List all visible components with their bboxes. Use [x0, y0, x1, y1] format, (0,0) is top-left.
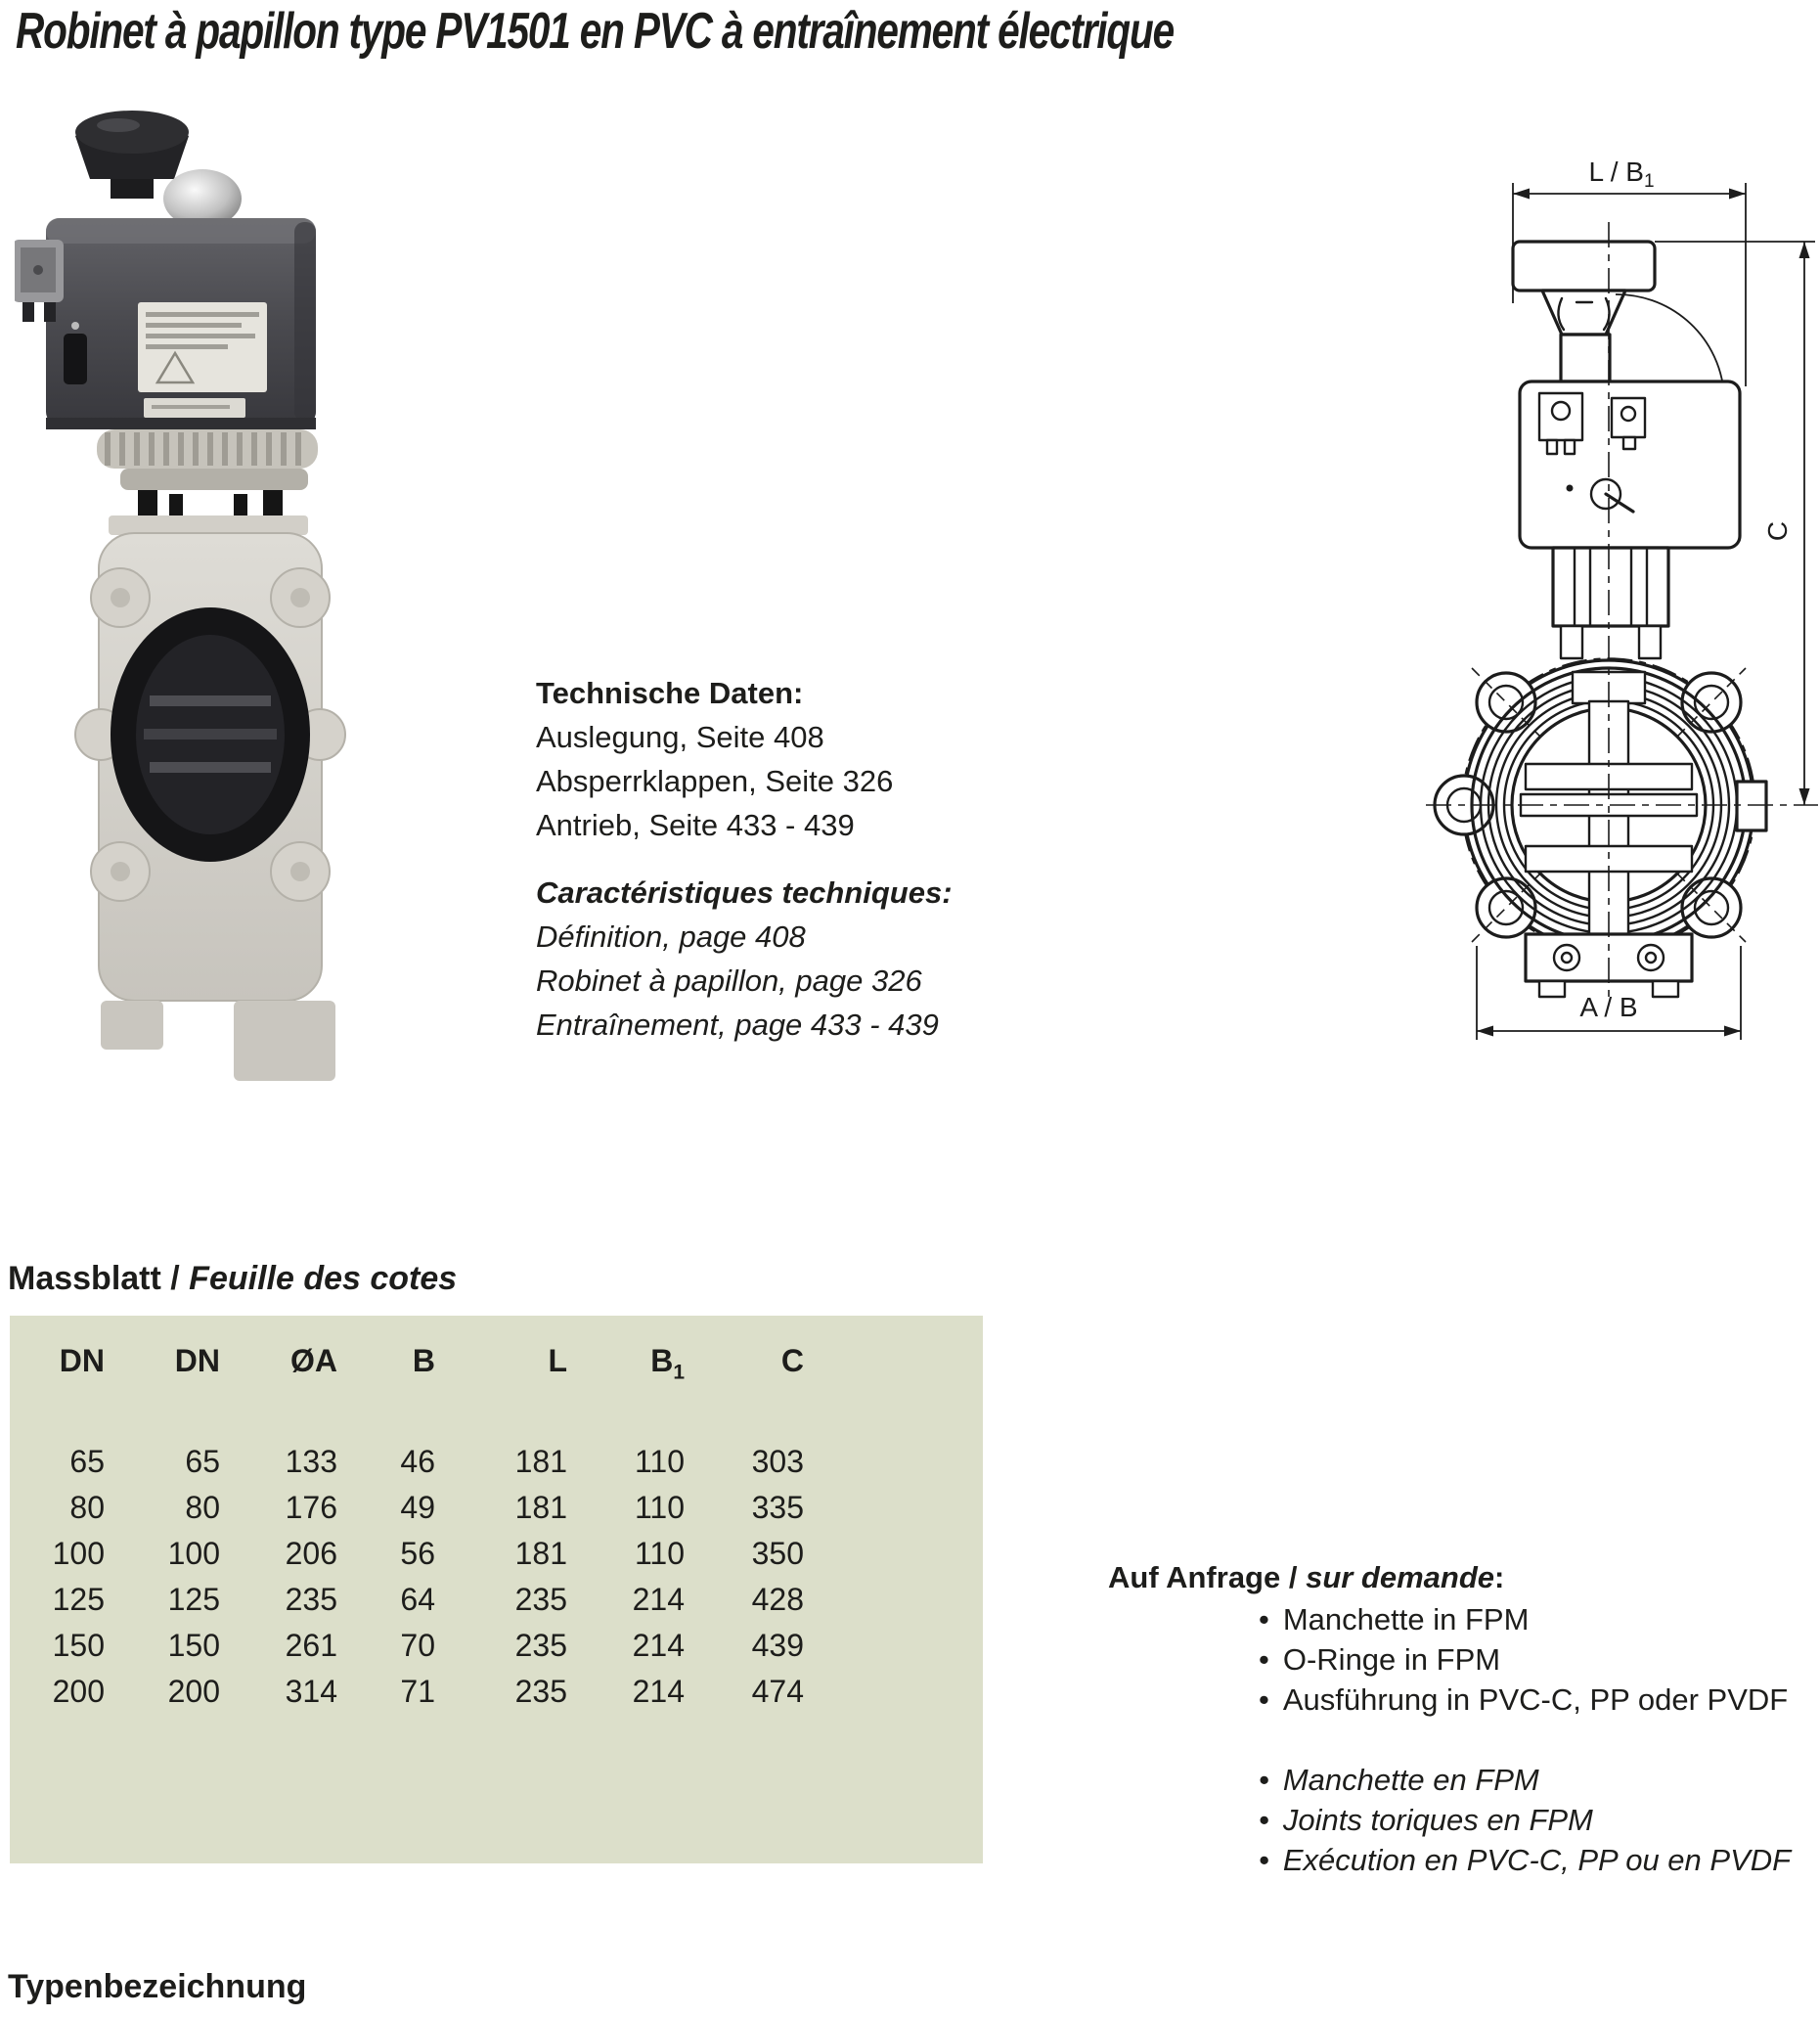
- cell-c: 335: [751, 1490, 804, 1526]
- dim-label-bottom: A / B: [1579, 992, 1637, 1022]
- cell-da: 235: [285, 1582, 337, 1618]
- column-header: ØA: [290, 1343, 337, 1378]
- column-header: C: [780, 1343, 804, 1378]
- auf-anfrage-list-de: Manchette in FPMO-Ringe in FPMAusführung…: [1108, 1599, 1820, 1720]
- cell-b1: 110: [634, 1536, 685, 1572]
- table-row: 125 125 235 64 235 214 428: [10, 1577, 983, 1623]
- cell-dn2: 100: [167, 1536, 220, 1572]
- cell-dn2: 200: [167, 1674, 220, 1710]
- column-header: B1: [650, 1343, 685, 1384]
- cell-l: 235: [514, 1582, 567, 1618]
- cell-c: 474: [751, 1674, 804, 1710]
- column-header: B: [412, 1343, 435, 1378]
- technische-daten-line: Absperrklappen, Seite 326: [536, 764, 894, 798]
- cell-b: 71: [400, 1674, 435, 1710]
- cell-l: 235: [514, 1628, 567, 1664]
- cell-l: 181: [514, 1536, 567, 1572]
- gear-flange: [97, 429, 318, 517]
- cell-b: 49: [400, 1490, 435, 1526]
- cell-b1: 214: [632, 1674, 685, 1710]
- dim-label-right: C: [1762, 521, 1793, 541]
- table-row: 100 100 206 56 181 110 350: [10, 1531, 983, 1577]
- column-header: DN: [174, 1343, 220, 1378]
- valve-body: [74, 515, 346, 1081]
- list-item: O-Ringe in FPM: [1259, 1639, 1820, 1680]
- caracteristiques-block: Caractéristiques techniques: Définition,…: [536, 871, 953, 1047]
- cell-da: 261: [285, 1628, 337, 1664]
- page-title: Robinet à papillon type PV1501 en PVC à …: [16, 3, 1175, 60]
- actuator-outline: [1511, 240, 1742, 660]
- table-header-row: DN DN ØA B L B1 C: [10, 1316, 983, 1390]
- cell-b1: 110: [634, 1490, 685, 1526]
- list-item: Exécution en PVC-C, PP ou en PVDF: [1259, 1840, 1820, 1880]
- auf-anfrage-list-fr: Manchette en FPMJoints toriques en FPMEx…: [1108, 1760, 1820, 1880]
- table-row: 65 65 133 46 181 110 303: [10, 1439, 983, 1485]
- cell-b: 56: [400, 1536, 435, 1572]
- actuator-knob: [75, 111, 242, 230]
- cell-da: 314: [285, 1674, 337, 1710]
- dim-label-top: L / B1: [1588, 157, 1654, 192]
- massblatt-heading: Massblatt / Feuille des cotes: [8, 1260, 458, 1297]
- cell-dn1: 100: [52, 1536, 105, 1572]
- valve-outline: [1433, 657, 1768, 999]
- caracteristiques-line: Définition, page 408: [536, 919, 806, 954]
- product-photo: [15, 111, 346, 1081]
- cell-dn1: 125: [52, 1582, 105, 1618]
- cell-dn2: 150: [167, 1628, 220, 1664]
- cell-b1: 214: [632, 1628, 685, 1664]
- caracteristiques-heading: Caractéristiques techniques:: [536, 875, 953, 910]
- caracteristiques-line: Robinet à papillon, page 326: [536, 964, 922, 998]
- cell-c: 303: [751, 1444, 804, 1480]
- cell-l: 181: [514, 1490, 567, 1526]
- cell-l: 235: [514, 1674, 567, 1710]
- cell-b1: 214: [632, 1582, 685, 1618]
- column-header: DN: [59, 1343, 105, 1378]
- list-item: Ausführung in PVC-C, PP oder PVDF: [1259, 1680, 1820, 1720]
- cell-b: 46: [400, 1444, 435, 1480]
- cell-b1: 110: [634, 1444, 685, 1480]
- cell-dn2: 125: [167, 1582, 220, 1618]
- dimension-bottom: A / B: [1476, 946, 1742, 1040]
- technical-drawing: L / B1 C A / B: [1426, 157, 1818, 1040]
- cell-l: 181: [514, 1444, 567, 1480]
- column-header: L: [548, 1343, 567, 1378]
- actuator-housing: [15, 218, 316, 429]
- list-item: Manchette en FPM: [1259, 1760, 1820, 1800]
- cell-dn1: 150: [52, 1628, 105, 1664]
- seat-ring: [111, 607, 310, 862]
- table-row: 200 200 314 71 235 214 474: [10, 1669, 983, 1715]
- cell-dn2: 80: [185, 1490, 220, 1526]
- cell-da: 133: [285, 1444, 337, 1480]
- auf-anfrage-heading: Auf Anfrage / sur demande:: [1108, 1560, 1505, 1594]
- caracteristiques-line: Entraînement, page 433 - 439: [536, 1008, 939, 1042]
- cell-dn1: 65: [69, 1444, 105, 1480]
- cell-dn1: 200: [52, 1674, 105, 1710]
- technische-daten-line: Auslegung, Seite 408: [536, 720, 824, 754]
- dimensions-table: DN DN ØA B L B1 C 65 65 133 46: [10, 1316, 983, 1863]
- technische-daten-heading: Technische Daten:: [536, 676, 804, 710]
- technische-daten-line: Antrieb, Seite 433 - 439: [536, 808, 855, 842]
- cell-b: 64: [400, 1582, 435, 1618]
- cell-dn1: 80: [69, 1490, 105, 1526]
- cell-da: 176: [285, 1490, 337, 1526]
- dimension-right: C: [1655, 241, 1815, 805]
- cell-b: 70: [400, 1628, 435, 1664]
- cell-dn2: 65: [185, 1444, 220, 1480]
- cell-c: 428: [751, 1582, 804, 1618]
- list-item: Manchette in FPM: [1259, 1599, 1820, 1639]
- cell-c: 350: [751, 1536, 804, 1572]
- table-row: 80 80 176 49 181 110 335: [10, 1485, 983, 1531]
- cell-da: 206: [285, 1536, 337, 1572]
- list-item: Joints toriques en FPM: [1259, 1800, 1820, 1840]
- dimension-top: L / B1: [1512, 157, 1747, 386]
- table-body: 65 65 133 46 181 110 303 80 80 176 49 18…: [10, 1439, 983, 1715]
- typenbezeichnung-heading: Typenbezeichnung: [8, 1968, 307, 2005]
- cell-c: 439: [751, 1628, 804, 1664]
- auf-anfrage-block: Auf Anfrage / sur demande: Manchette in …: [1108, 1557, 1820, 1880]
- table-row: 150 150 261 70 235 214 439: [10, 1623, 983, 1669]
